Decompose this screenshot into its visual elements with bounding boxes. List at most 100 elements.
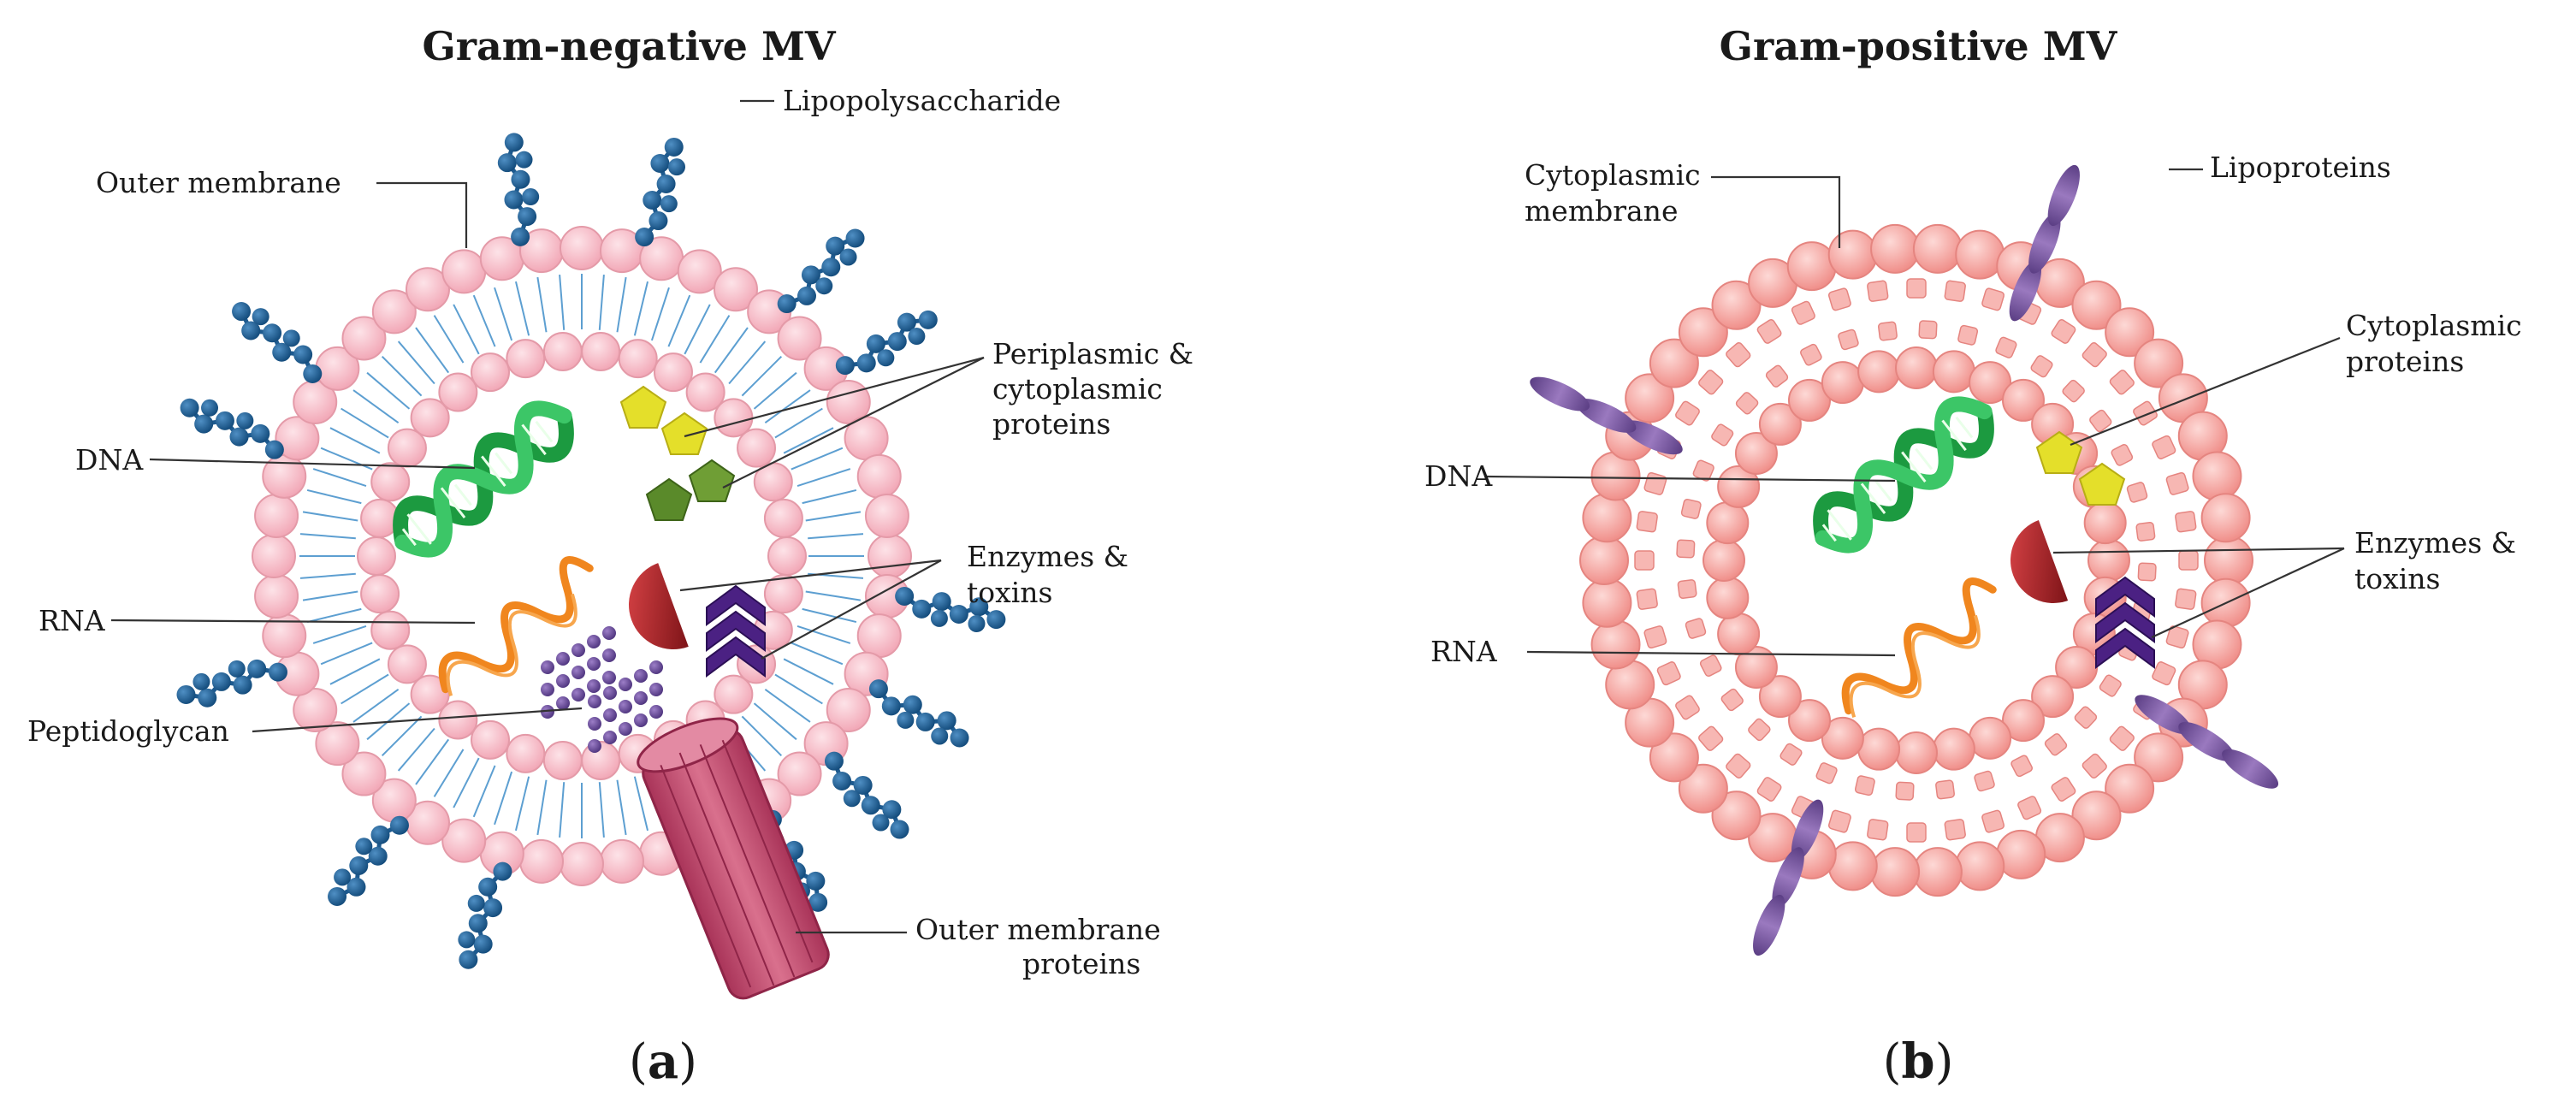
peptidoglycan-unit [541, 660, 554, 674]
lps-stem [832, 760, 902, 831]
gram-positive-outer-leaflet [1579, 223, 2253, 897]
lps-sugar [777, 294, 796, 314]
lipid-head [1726, 342, 1751, 368]
lps-sugar [511, 227, 530, 246]
protein-yellow-icon [619, 385, 667, 429]
outer-membrane-bead [254, 494, 299, 539]
lps-sugar [483, 898, 503, 918]
lps-sugar [887, 332, 907, 352]
lps-sugar [660, 195, 678, 213]
outer-leaflet-bead [1579, 536, 1629, 585]
panel-a: Gram-negative MV [27, 23, 1193, 1090]
lps-stem [785, 236, 856, 306]
lipid-tail [805, 511, 862, 522]
inner-leaflet-bead [471, 352, 511, 393]
outer-leaflet-bead [2071, 280, 2122, 330]
peptidoglycan-unit [541, 705, 554, 719]
lipid-head [2111, 444, 2134, 466]
peptidoglycan-unit [541, 683, 554, 696]
lipid-tail [536, 276, 548, 333]
label-dna-a: DNA [75, 443, 144, 477]
outer-membrane-bead [252, 534, 296, 578]
outer-leaflet-bead [1870, 223, 1921, 274]
outer-leaflet-bead [2200, 493, 2251, 543]
lipid-tail [302, 590, 358, 601]
outer-membrane-bead [560, 842, 604, 886]
lipid-tail [805, 590, 862, 601]
lipoprotein-segment [2135, 695, 2192, 735]
lps-sugar [194, 414, 214, 434]
lipid-tail [633, 776, 649, 832]
lps-sugar [349, 855, 369, 875]
lipid-head [2051, 319, 2076, 344]
label-periplasmic-3: proteins [992, 407, 1110, 441]
leader-periplasmic-1 [684, 356, 985, 438]
lps-sugar [328, 886, 347, 906]
lps-sugar [236, 411, 254, 429]
lipoprotein-segment [2178, 722, 2235, 761]
peptidoglycan-unit [603, 708, 617, 722]
inner-leaflet-bead [2002, 699, 2046, 743]
outer-leaflet-bead [2204, 536, 2253, 585]
inner-leaflet-bead [653, 352, 693, 393]
lps-sugar [459, 950, 478, 969]
rna-strand-b [1841, 577, 1997, 718]
lps-sugar [856, 353, 876, 373]
lipoprotein-segment [2028, 212, 2061, 274]
lipid-head [2010, 755, 2033, 778]
lps-sugar [458, 931, 476, 949]
inner-leaflet-bead [2002, 378, 2046, 422]
leader-enzymes-1 [679, 559, 942, 592]
lps-sugar [497, 153, 517, 173]
leader-periplasmic-2 [722, 357, 985, 488]
inner-leaflet-bead [1706, 501, 1750, 545]
lps-stem [335, 823, 401, 899]
lipid-tail [559, 274, 566, 330]
lipid-head [1726, 753, 1751, 779]
lps-sugar [176, 684, 196, 704]
lipid-head [1838, 329, 1859, 351]
lipid-tail [472, 765, 496, 818]
lipid-head [1698, 370, 1724, 395]
lipid-head [1756, 319, 1782, 344]
lps-sugar [389, 815, 409, 835]
lipid-tail [650, 287, 670, 341]
rna-strand-a [438, 556, 594, 696]
outer-membrane-bead [714, 267, 758, 312]
lipid-head [2165, 625, 2189, 649]
peptidoglycan-unit [649, 683, 663, 696]
lipid-tail [433, 749, 465, 797]
peptidoglycan [541, 626, 663, 753]
lipid-tail [453, 304, 480, 355]
inner-leaflet-bead [1734, 646, 1778, 690]
lipid-tail [306, 607, 362, 624]
lps-sugar [845, 228, 865, 248]
inner-leaflet-bead [1821, 716, 1864, 760]
lps-sugar [650, 153, 670, 173]
lps-sugar [897, 312, 916, 332]
lipid-tail [341, 407, 389, 439]
lipid-tail [494, 771, 513, 826]
outer-membrane-bead [315, 721, 360, 767]
lipid-tail [753, 371, 797, 410]
lipid-head [2135, 522, 2156, 542]
lipid-head [1756, 777, 1782, 802]
lipid-tail [397, 340, 435, 385]
lps-sugar [180, 398, 199, 417]
inner-leaflet-bead [685, 372, 725, 412]
lipid-tail [783, 427, 834, 454]
lipid-tail [453, 757, 480, 808]
label-omp-2: proteins [1022, 947, 1140, 980]
lipid-head [1680, 498, 1702, 519]
lipid-head [2126, 482, 2148, 503]
lipid-head [1974, 770, 1995, 792]
outer-leaflet-bead [1786, 241, 1837, 292]
outer-leaflet-bead [1711, 790, 1762, 841]
outer-leaflet-bead [1590, 619, 1641, 670]
outer-membrane-protein-icon [637, 717, 830, 1000]
outer-membrane-bead [441, 249, 487, 294]
lipid-head [2082, 753, 2107, 779]
lipid-head [1867, 280, 1889, 302]
outer-membrane-bead [826, 688, 871, 732]
